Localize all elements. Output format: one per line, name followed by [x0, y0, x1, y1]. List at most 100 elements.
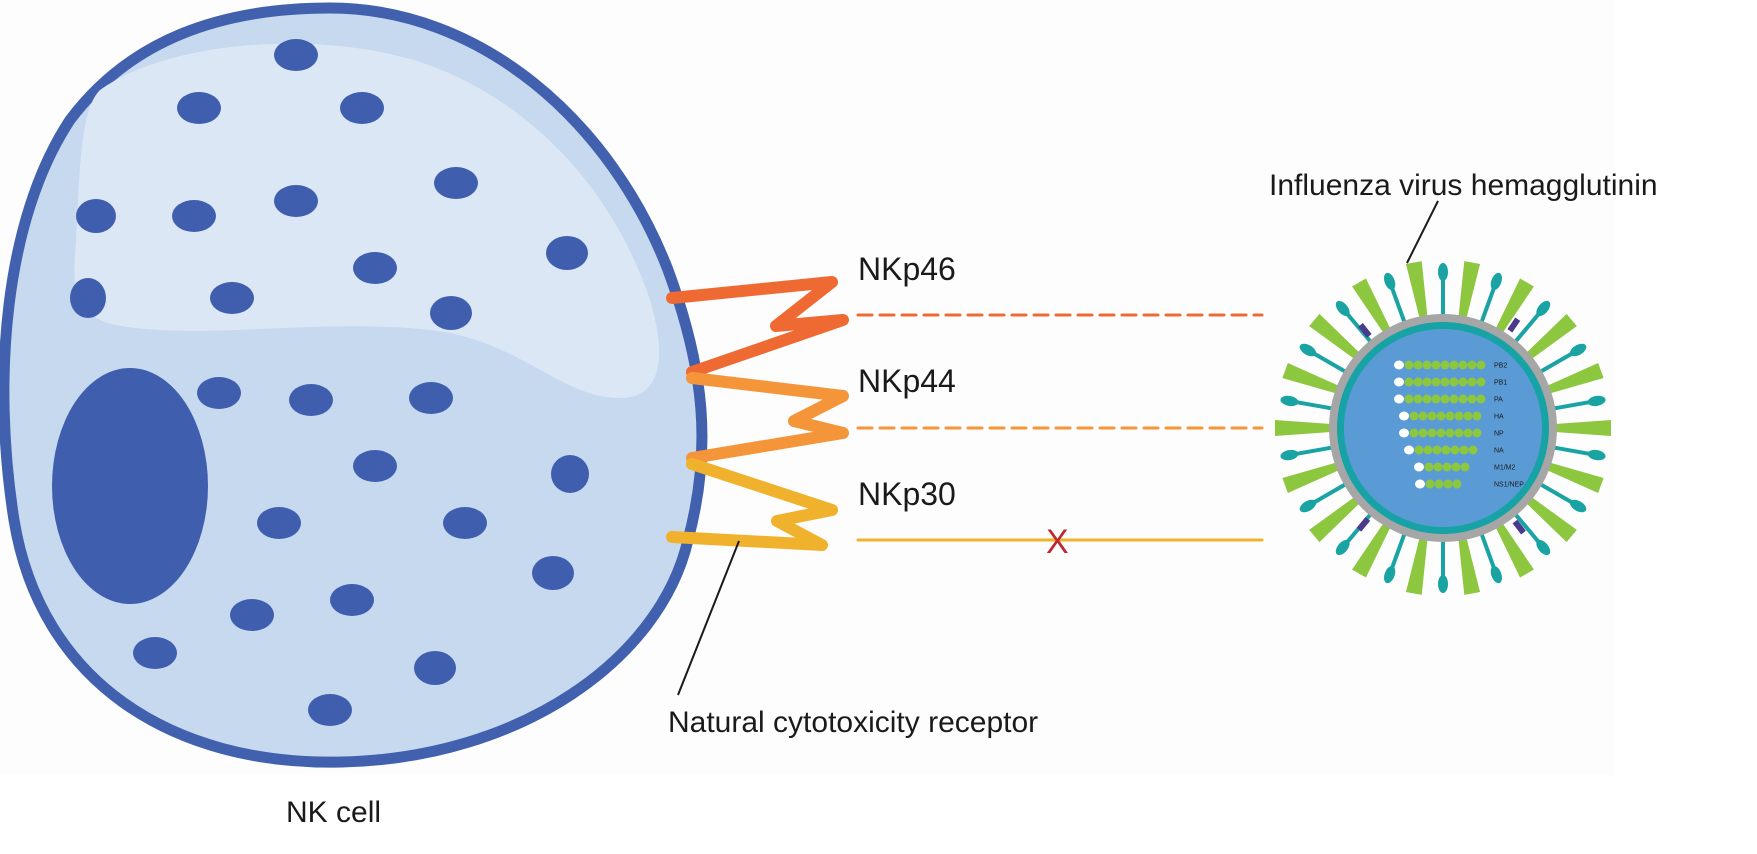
segment-cap	[1394, 360, 1404, 370]
granule	[409, 382, 453, 414]
segment-nucleoprotein	[1413, 394, 1423, 404]
hemagglutinin-spike	[1309, 313, 1360, 360]
hemagglutinin-spike	[1309, 496, 1360, 543]
segment-label: NP	[1494, 431, 1504, 438]
granule	[274, 185, 318, 217]
segment-nucleoprotein	[1476, 377, 1486, 387]
neuraminidase-head	[1536, 539, 1551, 556]
neuraminidase-head	[1280, 395, 1299, 407]
label-nk-cell: NK cell	[286, 796, 381, 829]
neuraminidase-stalk	[1389, 532, 1407, 570]
segment-nucleoprotein	[1476, 394, 1486, 404]
segment-nucleoprotein	[1454, 428, 1464, 438]
segment-nucleoprotein	[1427, 428, 1437, 438]
granule	[353, 450, 397, 482]
hemagglutinin-leader-line	[1406, 200, 1439, 264]
segment-nucleoprotein	[1431, 377, 1441, 387]
segment-nucleoprotein	[1422, 394, 1432, 404]
hemagglutinin-spike	[1352, 278, 1391, 334]
nk-cell	[0, 2, 708, 768]
segment-nucleoprotein	[1450, 445, 1460, 455]
segment-nucleoprotein	[1468, 445, 1478, 455]
nk-cell-granules	[70, 39, 589, 726]
hemagglutinin-spike	[1405, 261, 1428, 319]
segment-nucleoprotein	[1472, 428, 1482, 438]
segment-nucleoprotein	[1476, 360, 1486, 370]
granule	[177, 92, 221, 124]
segment-cap	[1394, 394, 1404, 404]
neuraminidase-head	[1490, 565, 1502, 584]
segment-nucleoprotein	[1449, 394, 1459, 404]
segment-nucleoprotein	[1467, 360, 1477, 370]
m2-ion-channel	[1358, 323, 1372, 338]
segment-nucleoprotein	[1413, 377, 1423, 387]
granule	[76, 199, 116, 233]
segment-cap	[1399, 411, 1409, 421]
granule	[532, 556, 574, 590]
hemagglutinin-spike	[1352, 522, 1391, 578]
neuraminidase-stalk	[1479, 532, 1497, 570]
label-nkp46: NKp46	[858, 251, 956, 287]
granule	[330, 584, 374, 616]
granule	[70, 278, 106, 318]
granule	[443, 507, 487, 539]
m2-ion-channel	[1356, 517, 1371, 532]
segment-cap	[1415, 479, 1425, 489]
granule	[308, 694, 352, 726]
granule	[546, 236, 588, 270]
nk-cell-nucleus	[52, 368, 208, 604]
granule	[551, 455, 589, 493]
segment-nucleoprotein	[1443, 479, 1453, 489]
segment-nucleoprotein	[1409, 411, 1419, 421]
label-influenza-hemagglutinin: Influenza virus hemagglutinin	[1269, 169, 1658, 202]
granule	[274, 39, 318, 71]
segment-nucleoprotein	[1404, 394, 1414, 404]
segment-nucleoprotein	[1451, 462, 1461, 472]
segment-nucleoprotein	[1418, 428, 1428, 438]
m2-ion-channel	[1507, 317, 1521, 333]
segment-nucleoprotein	[1467, 394, 1477, 404]
segment-nucleoprotein	[1449, 377, 1459, 387]
granule	[197, 377, 241, 409]
neuraminidase-stalk	[1294, 445, 1334, 457]
segment-nucleoprotein	[1436, 411, 1446, 421]
granule	[257, 507, 301, 539]
segment-nucleoprotein	[1427, 411, 1437, 421]
segment-label: HA	[1494, 414, 1504, 421]
segment-label: M1/M2	[1494, 465, 1516, 472]
segment-nucleoprotein	[1467, 377, 1477, 387]
hemagglutinin-spike	[1282, 462, 1340, 493]
segment-nucleoprotein	[1460, 462, 1470, 472]
segment-nucleoprotein	[1442, 462, 1452, 472]
segment-nucleoprotein	[1433, 462, 1443, 472]
neuraminidase-head	[1384, 565, 1396, 584]
segment-nucleoprotein	[1441, 445, 1451, 455]
neuraminidase-head	[1569, 343, 1587, 357]
segment-nucleoprotein	[1463, 428, 1473, 438]
hemagglutinin-spike	[1282, 363, 1340, 394]
segment-nucleoprotein	[1459, 445, 1469, 455]
hemagglutinin-spike	[1546, 363, 1604, 394]
segment-nucleoprotein	[1431, 394, 1441, 404]
neuraminidase-head	[1587, 449, 1606, 461]
virus-spikes	[1275, 261, 1611, 595]
segment-nucleoprotein	[1436, 428, 1446, 438]
receptor-nkp46-zigzag	[666, 276, 849, 378]
hemagglutinin-spike	[1526, 496, 1577, 543]
neuraminidase-stalk	[1538, 482, 1574, 505]
segment-nucleoprotein	[1409, 428, 1419, 438]
hemagglutinin-spike	[1555, 420, 1611, 436]
neuraminidase-head	[1299, 343, 1317, 357]
neuraminidase-stalk	[1312, 351, 1348, 374]
neuraminidase-stalk	[1389, 286, 1407, 324]
label-nkp44: NKp44	[858, 363, 956, 399]
segment-nucleoprotein	[1472, 411, 1482, 421]
segment-label: NA	[1494, 448, 1504, 455]
neuraminidase-head	[1384, 272, 1396, 291]
segment-nucleoprotein	[1418, 411, 1428, 421]
segment-label: NS1/NEP	[1494, 482, 1524, 489]
virus-core	[1344, 329, 1542, 527]
receptors	[666, 276, 1264, 551]
